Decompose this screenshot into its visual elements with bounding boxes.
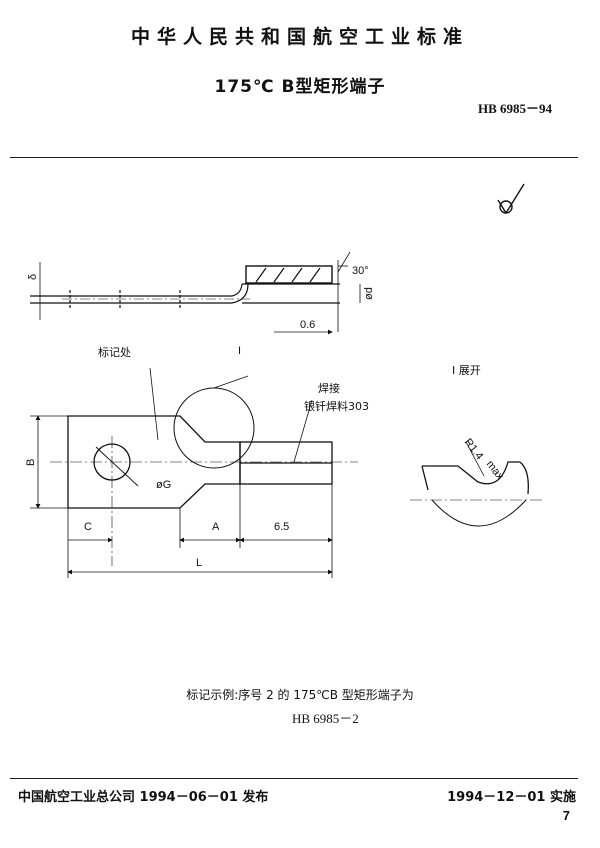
label-detail-title: I 展开 [452,364,481,377]
side-view [30,251,361,335]
effective-date: 1994－12－01 实施 [447,790,576,805]
label-angle: 30° [352,265,369,277]
standard-header: 中华人民共和国航空工业标准 [130,26,469,48]
label-offset: 0.6 [300,319,315,331]
label-6-5: 6.5 [274,521,289,533]
document-title: 175℃ B型矩形端子 [214,77,386,97]
plan-view [30,367,358,578]
header-divider [10,157,578,158]
label-mark-location: 标记处 [98,345,131,359]
label-radius-sub: max [484,458,507,482]
label-L: L [196,557,202,569]
label-C: C [84,521,92,533]
marking-example-line: 标记示例:序号 2 的 175℃B 型矩形端子为 [186,688,414,702]
publisher-info: 中国航空工业总公司 1994－06－01 发布 [18,790,269,805]
label-delta: δ [27,274,39,280]
label-solder: 银钎焊料303 [304,399,369,413]
roughness-symbol-icon [497,183,525,214]
label-G: øG [156,479,171,491]
label-weld: 焊接 [318,381,340,395]
footer-divider [10,778,578,779]
standard-number: HB 6985－94 [477,101,552,116]
page-number: 7 [562,808,570,823]
label-d1: ød [363,287,375,300]
label-radius: R1.4 [462,436,486,462]
label-detail: I [238,345,241,357]
label-B: B [25,459,37,466]
marking-example-code: HB 6985－2 [292,711,359,726]
detail-view [410,441,544,527]
label-A: A [212,521,220,533]
